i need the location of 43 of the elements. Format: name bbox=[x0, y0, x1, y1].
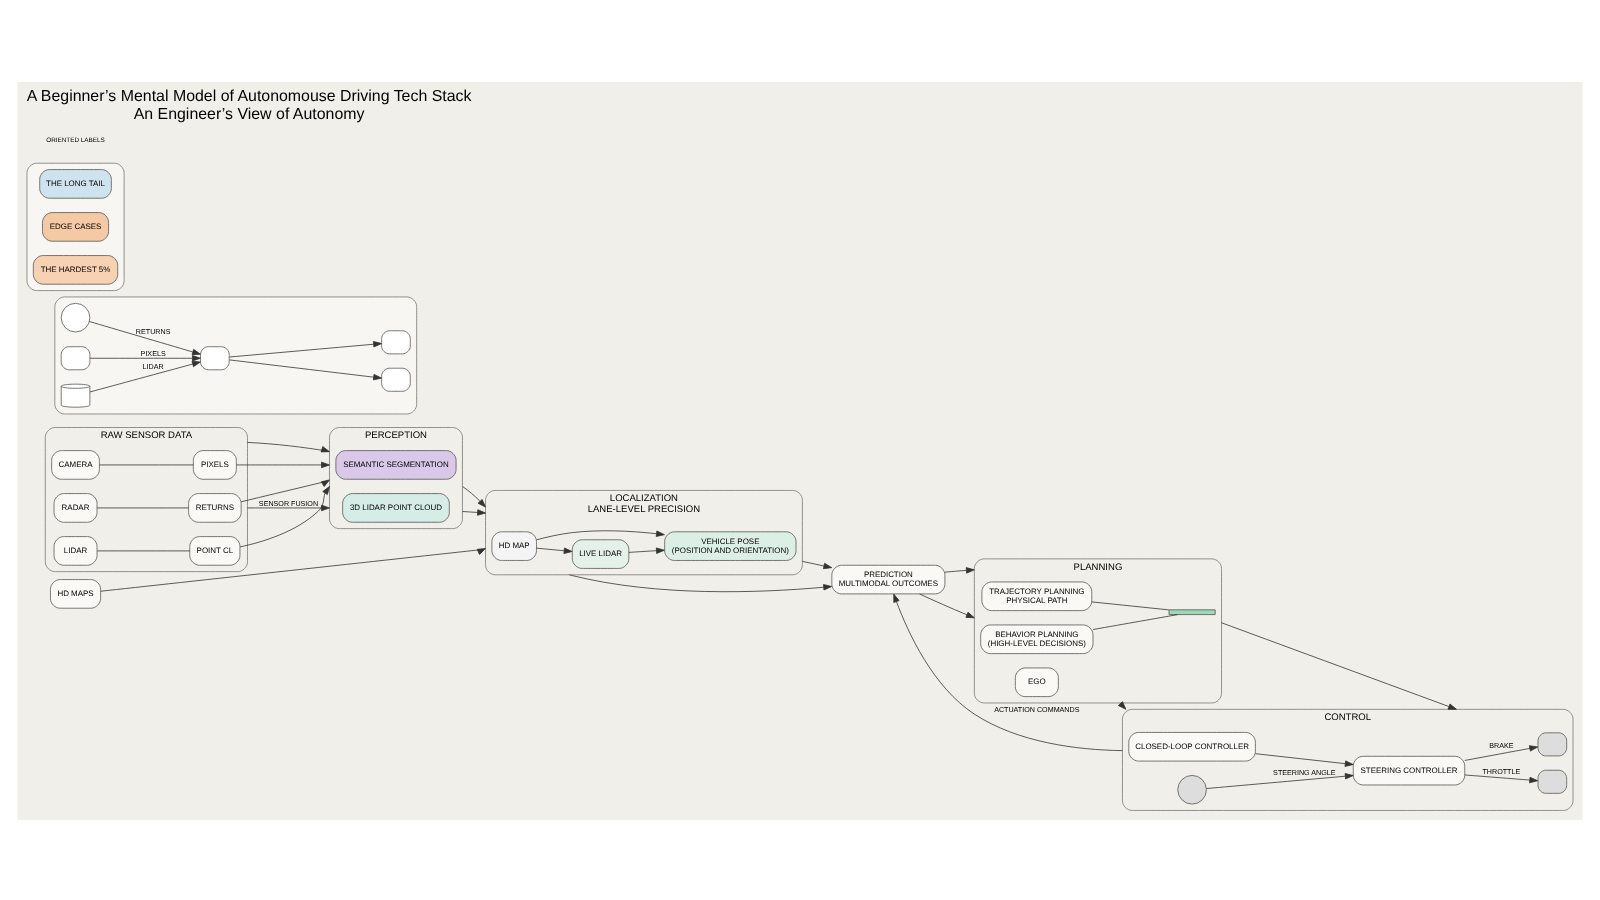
arrow bbox=[247, 503, 330, 511]
arrow bbox=[229, 358, 382, 380]
arrow bbox=[462, 485, 486, 507]
arrow bbox=[247, 441, 330, 452]
arrow bbox=[89, 354, 201, 361]
arrow bbox=[1206, 772, 1354, 788]
diagram-title: A Beginner’s Mental Model of Autonomouse Driving Tech Stack bbox=[26, 86, 472, 105]
node-bar bbox=[1168, 608, 1216, 614]
arrow bbox=[944, 566, 975, 573]
node-circle bbox=[1177, 774, 1207, 804]
arrow bbox=[568, 573, 833, 592]
arrow bbox=[536, 546, 573, 553]
arrow bbox=[100, 547, 486, 591]
node-box bbox=[60, 345, 91, 370]
connector bbox=[99, 463, 194, 465]
cluster bbox=[26, 161, 125, 290]
node-box bbox=[1537, 768, 1568, 793]
node-box bbox=[381, 329, 411, 354]
arrow bbox=[229, 340, 382, 357]
connector bbox=[96, 549, 191, 551]
node-box bbox=[381, 366, 411, 391]
arrow bbox=[239, 485, 330, 547]
arrow bbox=[1255, 752, 1354, 766]
connector bbox=[1092, 613, 1179, 629]
cluster bbox=[54, 295, 418, 414]
arrow bbox=[1221, 621, 1457, 709]
connector bbox=[96, 506, 189, 508]
caption: An Engineer’s View of Autonomy bbox=[133, 103, 365, 122]
node-circle bbox=[60, 301, 91, 332]
arrow bbox=[236, 460, 330, 468]
arrow bbox=[628, 546, 665, 553]
arrow bbox=[240, 478, 330, 502]
arrow bbox=[89, 359, 201, 392]
connector bbox=[1091, 600, 1170, 610]
arrow bbox=[536, 529, 665, 540]
arrow bbox=[1464, 773, 1539, 783]
arrow bbox=[1464, 744, 1539, 760]
arrow bbox=[802, 559, 833, 569]
node-box bbox=[200, 345, 230, 370]
node-box bbox=[1537, 731, 1568, 756]
arrow bbox=[89, 320, 201, 355]
arrow bbox=[919, 592, 975, 618]
arrow bbox=[462, 508, 486, 515]
